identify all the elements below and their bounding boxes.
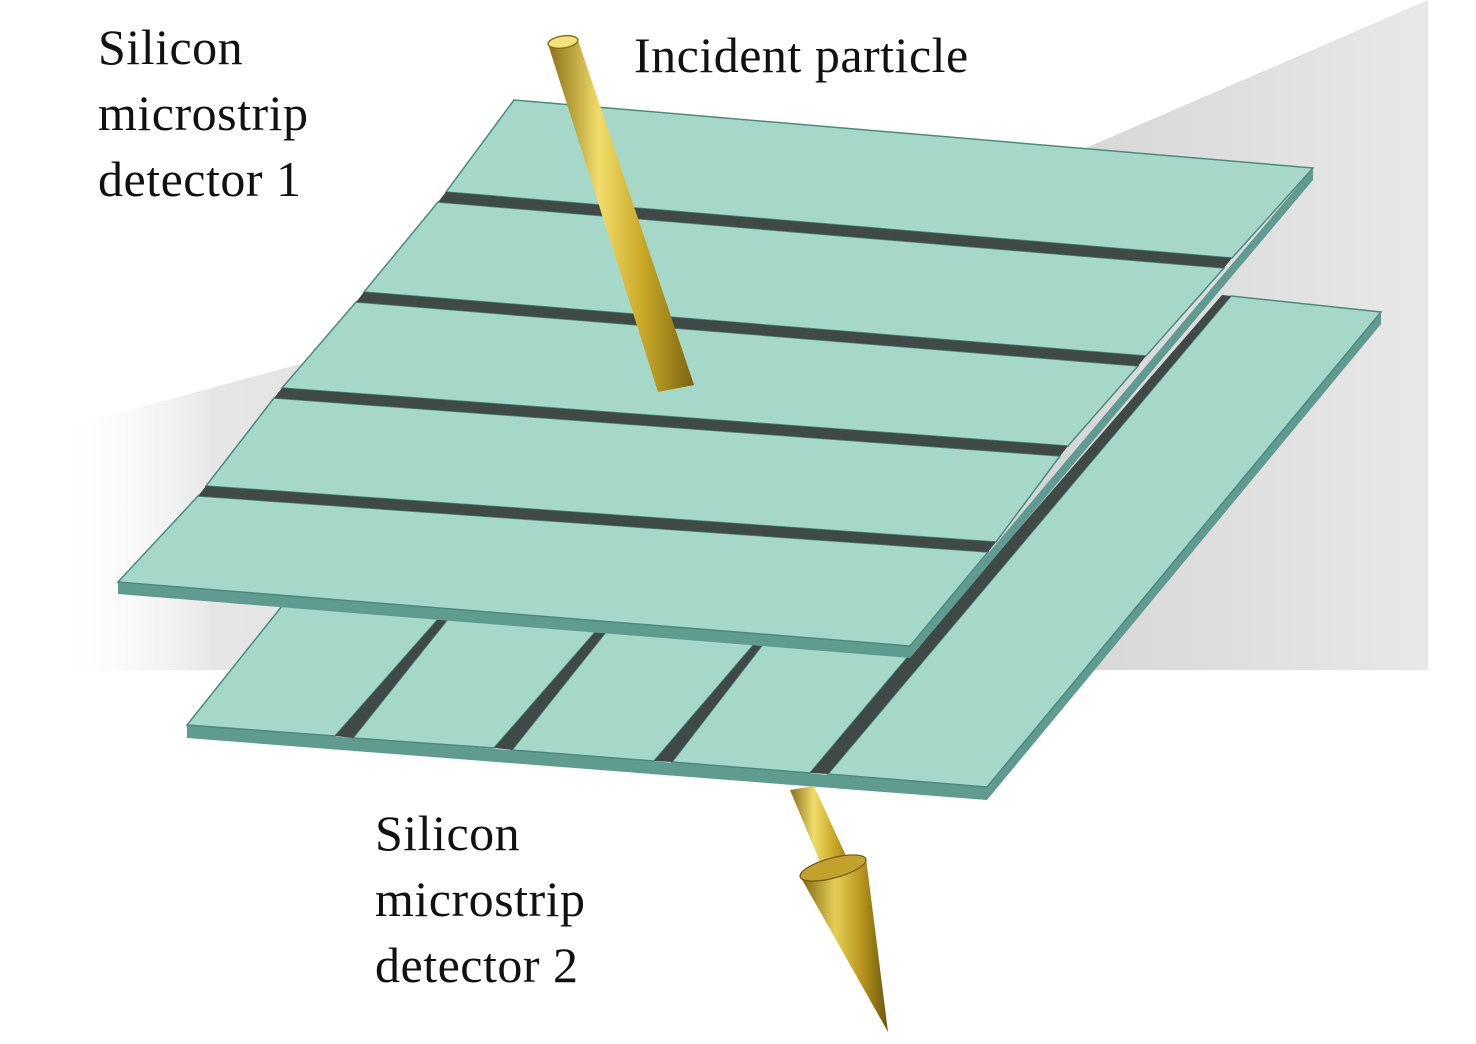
detector-1 [116,99,1315,658]
detector-2-gap [494,630,606,750]
particle-rod-in-icon [548,40,694,392]
detector-1-gap [274,388,1068,456]
detector-2-gap [654,642,764,762]
incident-particle-label: Incident particle [634,27,969,83]
detector-2-gap [810,295,1231,774]
detector-2-label: Silicon microstrip detector 2 [375,805,586,993]
detector-2-gap [335,617,448,738]
outgoing-particle-arrow [790,786,888,1032]
detector-1-gap [198,486,996,552]
detector-1-gap [438,192,1232,268]
particle-cone-base [799,854,867,882]
incident-particle-arrow [547,34,694,392]
detector-1-gap [356,292,1146,366]
detector-2-edge [187,312,1381,800]
detector-2 [185,295,1383,800]
particle-rod-top-cap [547,34,579,50]
particle-cone-icon [800,858,888,1032]
detector-1-label: Silicon microstrip detector 1 [98,19,309,207]
